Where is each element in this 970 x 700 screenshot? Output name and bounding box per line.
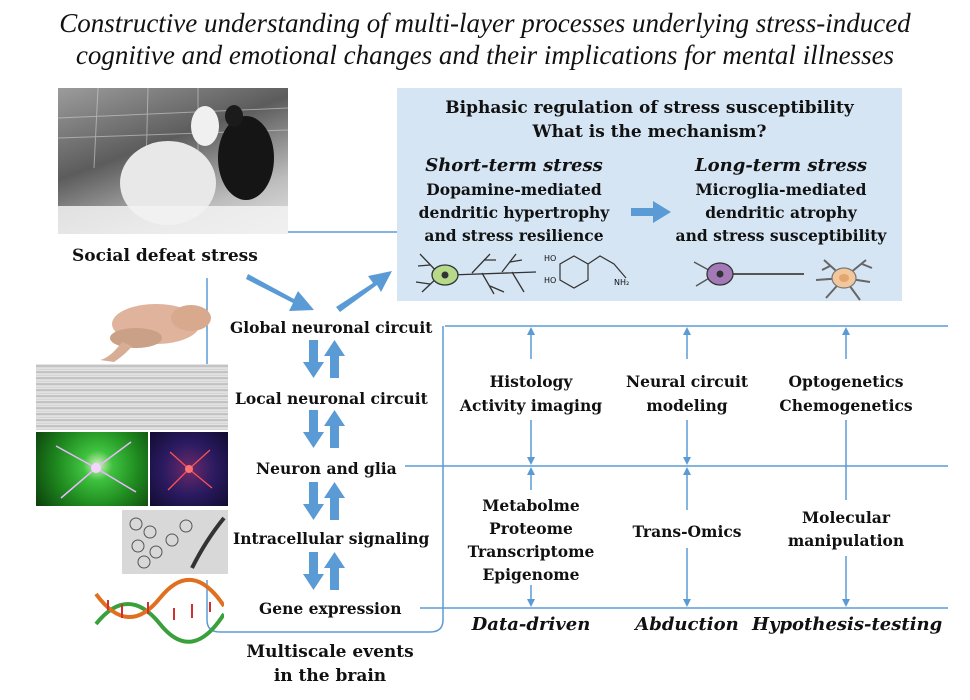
method-epigenome: Epigenome [482, 565, 580, 584]
level-arrow-pair-4 [303, 552, 345, 590]
long-term-line-3: and stress susceptibility [675, 226, 887, 245]
short-term-line-2: dendritic hypertrophy [418, 203, 610, 222]
microglia-illustration [812, 254, 876, 306]
social-defeat-label: Social defeat stress [72, 246, 258, 266]
synapse-em-image [122, 510, 228, 574]
level-arrow-pair-3 [303, 482, 345, 520]
social-defeat-photo [58, 88, 288, 234]
circuit-to-panel-arrow [336, 271, 392, 312]
long-term-line-1: Microglia-mediated [695, 180, 867, 199]
neuron-fluorescence-image [36, 432, 148, 506]
short-to-long-arrow [631, 201, 671, 223]
short-term-line-1: Dopamine-mediated [426, 180, 602, 199]
multiscale-bracket [206, 326, 444, 633]
hypertrophic-neuron-illustration [412, 248, 537, 304]
dna-helix-illustration [92, 574, 226, 648]
title-line-2: cognitive and emotional changes and thei… [75, 40, 895, 70]
level-arrow-pair-1 [303, 340, 345, 378]
short-term-title: Short-term stress [425, 155, 603, 176]
method-trans-omics: Trans-Omics [632, 522, 742, 541]
mice-illustration [58, 88, 288, 234]
approach-abduction: Abduction [635, 614, 739, 635]
dopamine-structure: HO HO NH₂ [544, 248, 634, 296]
method-neural-circuit: Neural circuit [625, 372, 749, 391]
approach-data-driven: Data-driven [471, 614, 591, 635]
method-histology: Histology [489, 372, 573, 391]
defeat-to-circuit-arrow [246, 274, 314, 311]
glia-fluorescence-image [150, 432, 228, 506]
mouse-brain-icon [96, 296, 216, 370]
level-neuron-glia: Neuron and glia [256, 459, 397, 478]
title-line-1: Constructive understanding of multi-laye… [59, 8, 911, 38]
level-local-circuit: Local neuronal circuit [235, 389, 428, 408]
panel-heading-1: Biphasic regulation of stress susceptibi… [445, 98, 854, 118]
dopamine-ho-label-1: HO [544, 254, 557, 263]
cortex-histology-image [36, 364, 228, 430]
method-chemogenetics: Chemogenetics [779, 396, 913, 415]
level-gene-expression: Gene expression [259, 599, 402, 618]
method-molecular: Molecular [801, 508, 891, 527]
level-arrow-pair-2 [303, 410, 345, 448]
method-transcriptome: Transcriptome [467, 542, 595, 561]
method-manipulation: manipulation [787, 531, 905, 550]
level-global-circuit: Global neuronal circuit [230, 318, 433, 337]
level-intracellular-signaling: Intracellular signaling [233, 529, 430, 548]
dopamine-ho-label-2: HO [544, 276, 557, 285]
method-activity-imaging: Activity imaging [459, 396, 603, 415]
mechanism-panel [397, 88, 902, 301]
method-optogenetics: Optogenetics [788, 372, 904, 391]
multiscale-label-line-1: Multiscale events [246, 642, 414, 662]
method-proteome: Proteome [489, 519, 573, 538]
method-metabolome: Metabolme [482, 496, 580, 515]
atrophic-neuron-illustration [690, 254, 810, 302]
dopamine-nh2-label: NH₂ [614, 278, 630, 287]
approach-hypothesis-testing: Hypothesis-testing [752, 614, 943, 635]
panel-heading-2: What is the mechanism? [532, 122, 767, 142]
long-term-title: Long-term stress [694, 155, 868, 176]
short-term-line-3: and stress resilience [424, 226, 604, 245]
method-modeling: modeling [646, 396, 728, 415]
long-term-line-2: dendritic atrophy [705, 203, 857, 222]
multiscale-label-line-2: in the brain [273, 666, 387, 686]
